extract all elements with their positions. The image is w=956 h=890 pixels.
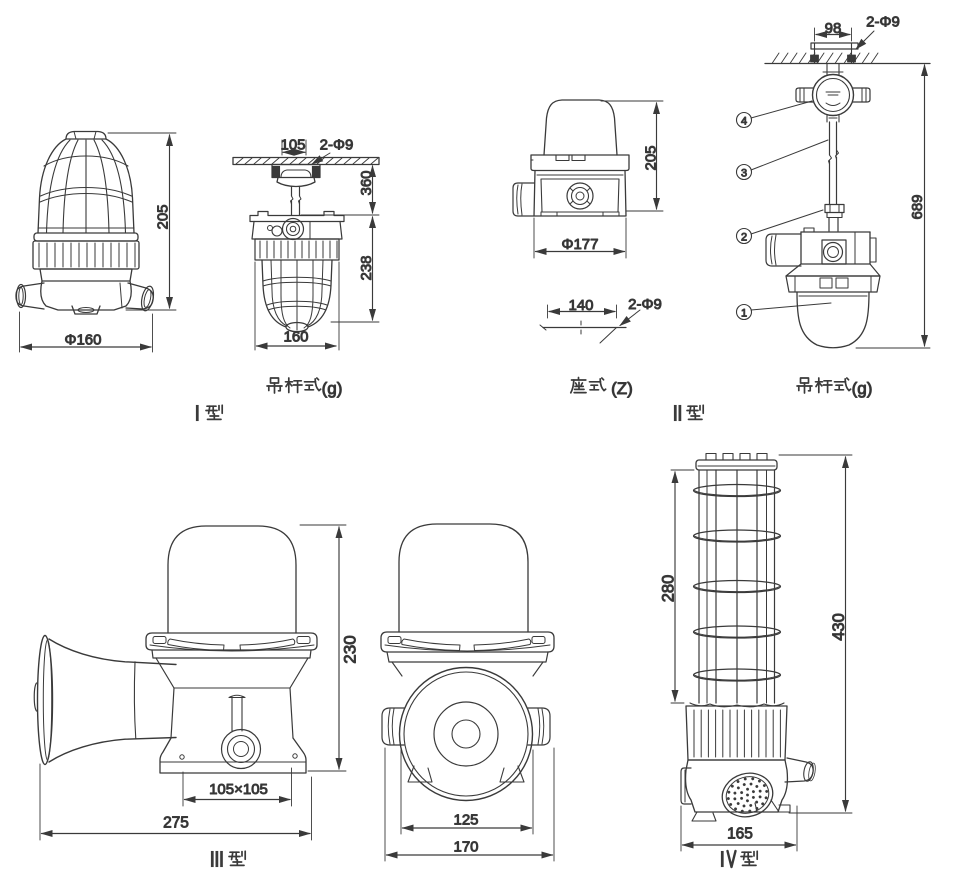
- svg-text:(g): (g): [852, 379, 873, 398]
- svg-text:Φ177: Φ177: [562, 236, 599, 253]
- svg-text:170: 170: [453, 839, 478, 856]
- svg-text:360: 360: [358, 170, 375, 195]
- svg-text:238: 238: [358, 255, 375, 280]
- svg-text:2: 2: [741, 232, 747, 244]
- svg-text:2-Φ9: 2-Φ9: [866, 14, 900, 31]
- svg-text:140: 140: [568, 297, 593, 314]
- svg-text:165: 165: [727, 826, 753, 843]
- svg-text:205: 205: [643, 145, 660, 170]
- svg-text:105: 105: [280, 137, 305, 154]
- svg-text:Φ160: Φ160: [65, 332, 102, 349]
- svg-text:98: 98: [825, 20, 842, 37]
- svg-text:(Z): (Z): [611, 379, 633, 398]
- svg-text:125: 125: [453, 812, 478, 829]
- svg-text:3: 3: [741, 168, 747, 180]
- svg-text:430: 430: [830, 613, 848, 641]
- svg-text:105×105: 105×105: [209, 781, 268, 798]
- svg-text:689: 689: [909, 194, 926, 219]
- svg-text:275: 275: [163, 815, 189, 832]
- svg-text:4: 4: [741, 116, 747, 128]
- svg-text:160: 160: [283, 329, 308, 346]
- svg-text:1: 1: [741, 308, 747, 320]
- svg-text:205: 205: [155, 204, 172, 229]
- svg-text:230: 230: [341, 635, 360, 663]
- svg-text:2-Φ9: 2-Φ9: [628, 296, 662, 313]
- svg-text:(g): (g): [322, 379, 343, 398]
- svg-text:280: 280: [660, 575, 678, 603]
- svg-text:2-Φ9: 2-Φ9: [320, 137, 354, 154]
